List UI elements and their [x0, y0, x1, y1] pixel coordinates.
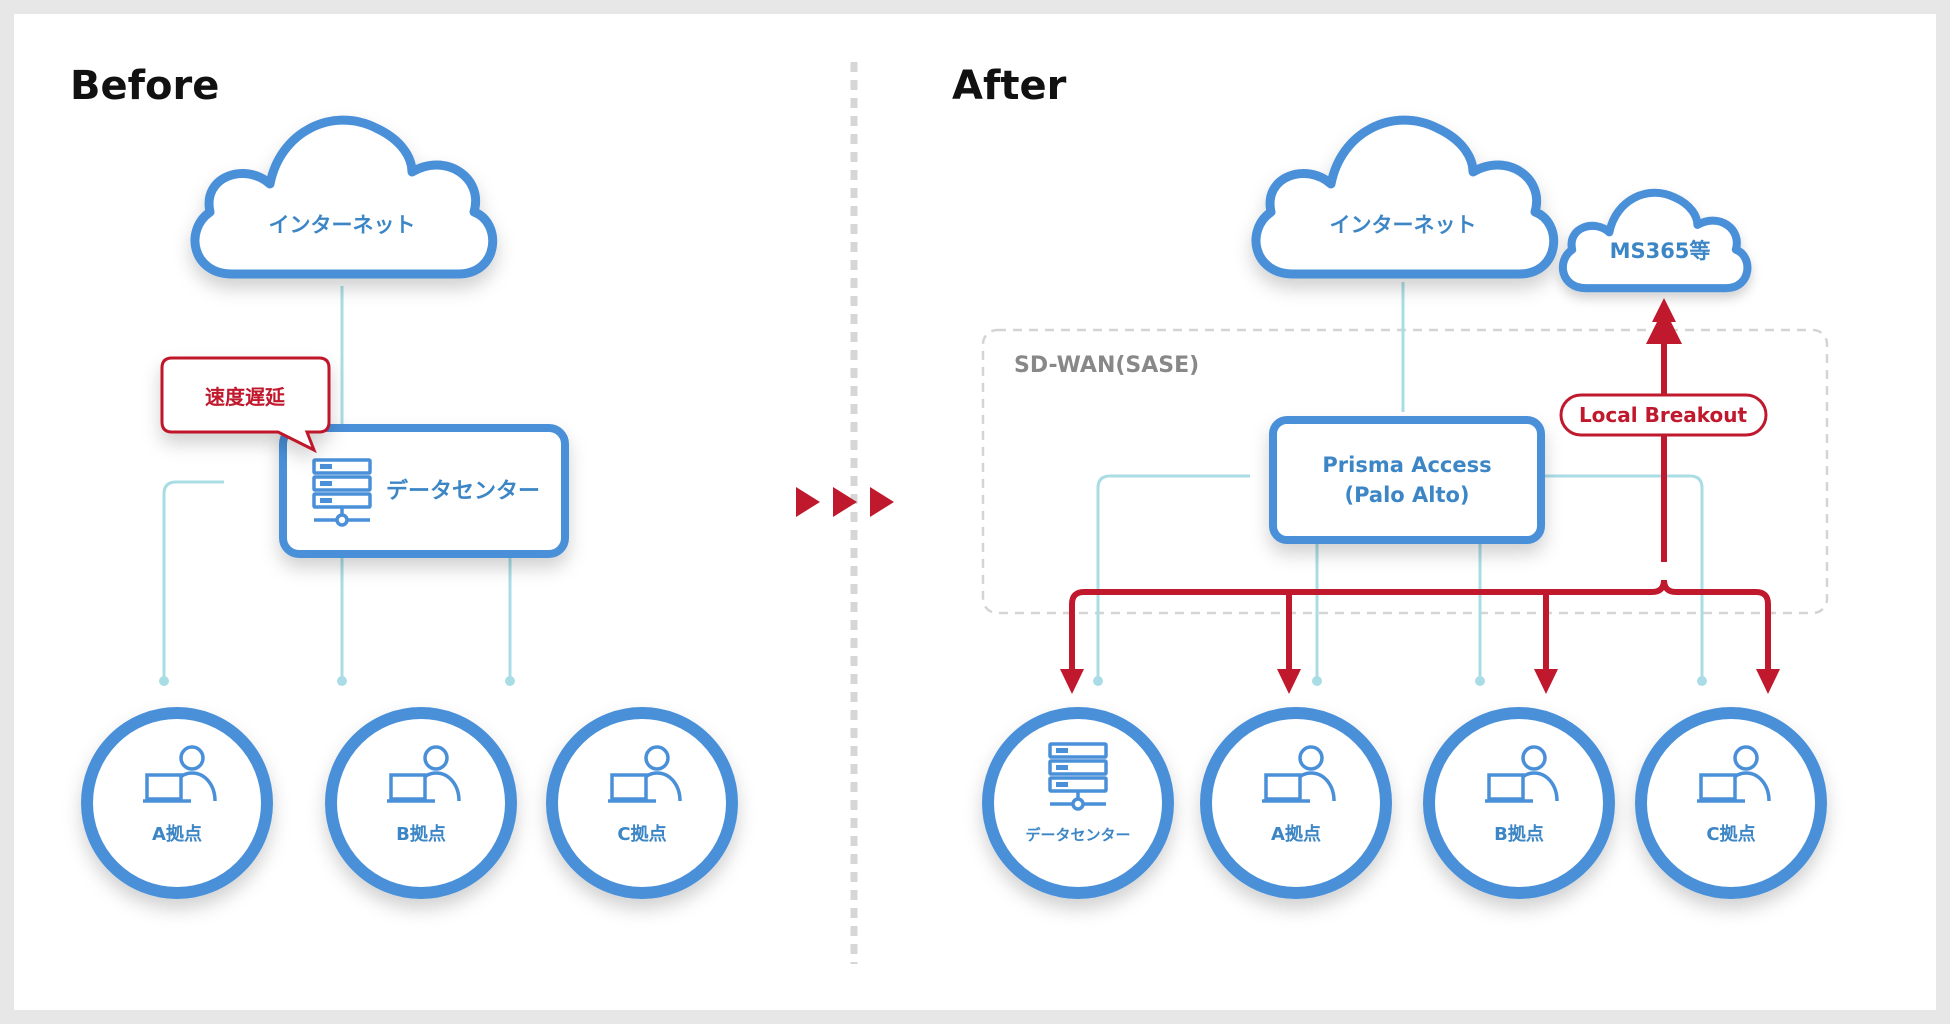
- prisma-access-box: [1269, 416, 1545, 544]
- before-site-b: B拠点: [325, 707, 517, 899]
- after-node-c: C拠点: [1635, 707, 1827, 899]
- before-connector-dots: [159, 676, 515, 686]
- after-internet-label: インターネット: [1330, 213, 1477, 237]
- before-delay-callout: [160, 356, 331, 454]
- sdwan-region: [981, 328, 1829, 615]
- arrow-down-icon: [1277, 669, 1301, 694]
- before-site-a: A拠点: [81, 707, 273, 899]
- local-breakout-label: Local Breakout: [1579, 403, 1748, 427]
- after-heading: After: [952, 63, 1067, 109]
- before-site-a-label: A拠点: [152, 823, 202, 845]
- before-delay-label: 速度遅延: [205, 385, 286, 409]
- network-diagram: Before インターネット データセンター 速度遅延 A拠点 B拠点 C拠点: [70, 62, 1829, 964]
- before-internet-cloud: [190, 115, 498, 279]
- arrow-icon: [833, 487, 857, 517]
- after-node-datacenter-label: データセンター: [1025, 826, 1130, 844]
- after-node-a-label: A拠点: [1271, 823, 1321, 845]
- arrow-icon: [796, 487, 820, 517]
- arrow-down-icon: [1534, 669, 1558, 694]
- transition-arrows: [796, 487, 894, 517]
- after-connectors: [1096, 282, 1704, 681]
- arrow-down-icon: [1756, 669, 1780, 694]
- after-node-b-label: B拠点: [1494, 823, 1544, 845]
- after-internet-cloud: [1251, 115, 1559, 279]
- before-site-c: C拠点: [546, 707, 738, 899]
- before-datacenter-label: データセンター: [386, 478, 540, 504]
- after-node-a: A拠点: [1200, 707, 1392, 899]
- after-node-b: B拠点: [1423, 707, 1615, 899]
- arrow-up-icon: [1652, 298, 1676, 322]
- ms365-cloud: [1558, 188, 1752, 293]
- local-breakout-pill: [1559, 393, 1768, 437]
- ms365-label: MS365等: [1610, 239, 1711, 263]
- after-node-c-label: C拠点: [1706, 823, 1755, 845]
- local-breakout-routes: [1069, 308, 1771, 674]
- before-heading: Before: [70, 63, 219, 109]
- arrow-down-icon: [1060, 669, 1084, 694]
- route-arrowheads: [1060, 298, 1780, 694]
- before-site-b-label: B拠点: [396, 823, 446, 845]
- diagram-frame: Before インターネット データセンター 速度遅延 A拠点 B拠点 C拠点: [14, 14, 1936, 1010]
- sdwan-label: SD-WAN(SASE): [1014, 353, 1199, 378]
- before-internet-label: インターネット: [269, 213, 416, 237]
- prisma-access-line2: (Palo Alto): [1344, 483, 1469, 507]
- prisma-access-line1: Prisma Access: [1322, 453, 1491, 477]
- after-node-datacenter: データセンター: [982, 707, 1174, 899]
- after-connector-dots: [1093, 676, 1707, 686]
- before-site-c-label: C拠点: [617, 823, 666, 845]
- arrow-icon: [870, 487, 894, 517]
